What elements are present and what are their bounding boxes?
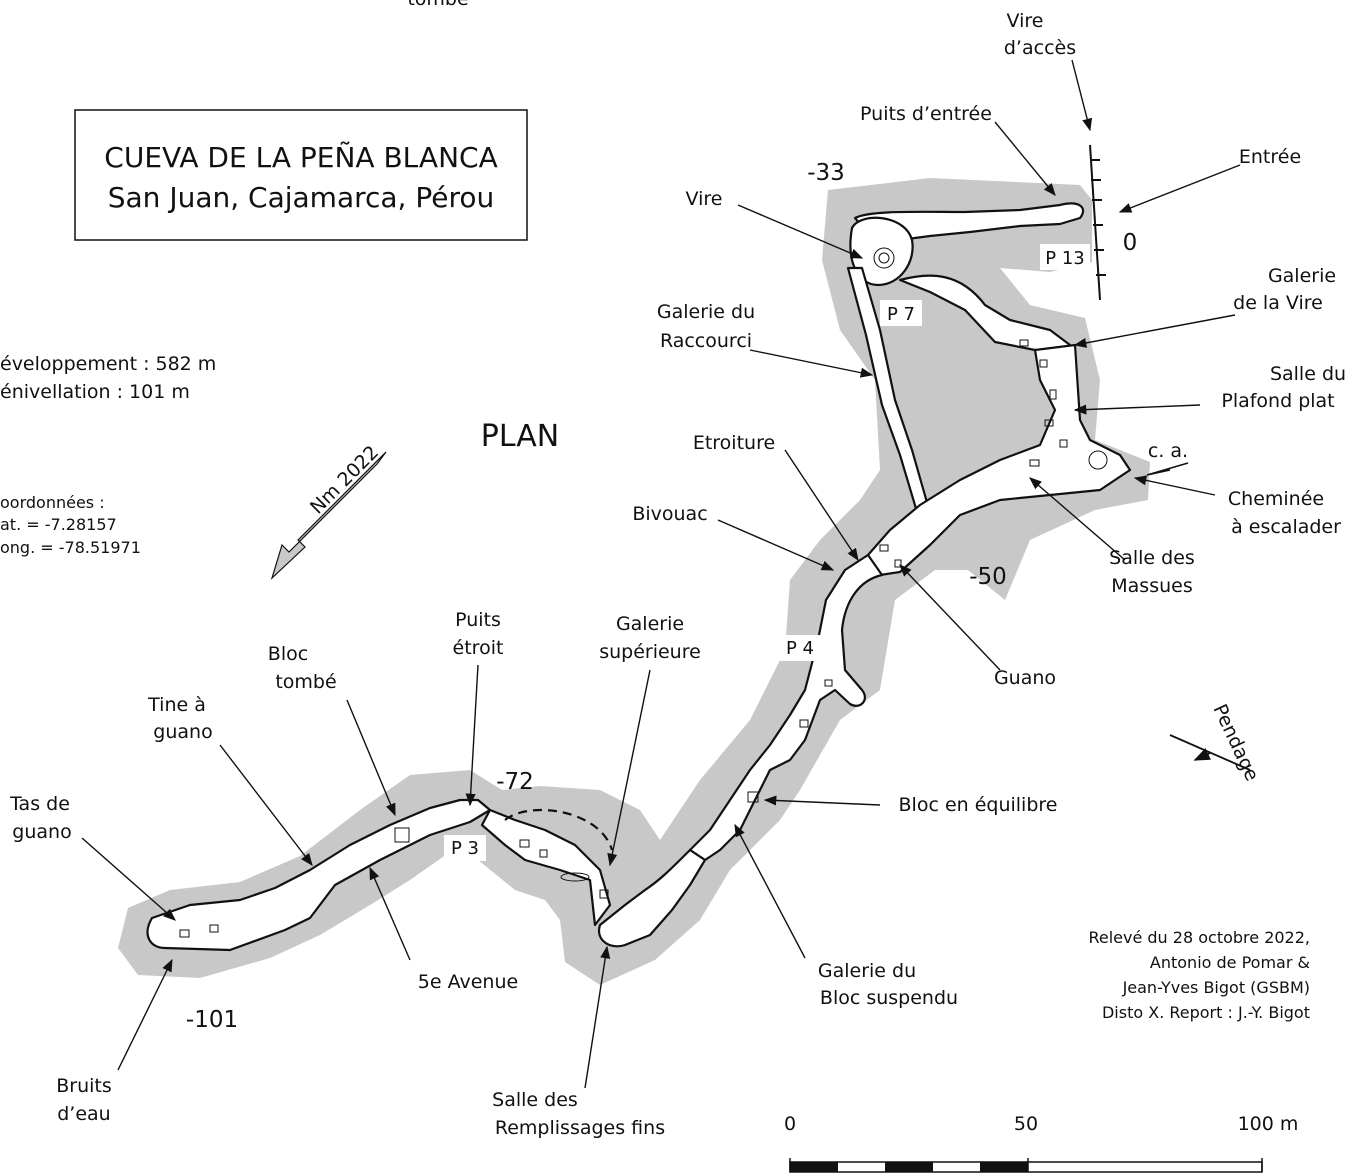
label-entree: Entrée bbox=[1239, 146, 1301, 168]
label-gal-raccourci-2: Raccourci bbox=[660, 330, 752, 352]
depth-72: -72 bbox=[496, 769, 534, 795]
label-remplissages-1: Salle des bbox=[492, 1089, 578, 1111]
depth-101: -101 bbox=[186, 1007, 238, 1033]
label-massues-2: Massues bbox=[1111, 575, 1192, 597]
label-gal-sup-2: supérieure bbox=[599, 641, 701, 663]
label-tine-1: Tine à bbox=[147, 694, 206, 716]
label-tine-2: guano bbox=[153, 721, 212, 743]
pitch-p7: P 7 bbox=[887, 304, 915, 325]
label-cheminee-2: à escalader bbox=[1231, 516, 1341, 538]
scale-label-50: 50 bbox=[1014, 1113, 1038, 1135]
label-bloc-suspendu-2: Bloc suspendu bbox=[820, 987, 958, 1009]
credits-line-4: Disto X. Report : J.-Y. Bigot bbox=[1102, 1003, 1310, 1022]
label-vire-acces-1: Vire bbox=[1007, 10, 1044, 32]
dip-symbol bbox=[1169, 734, 1251, 771]
coords-long: ong. = -78.51971 bbox=[0, 538, 141, 557]
label-bloc-equilibre: Bloc en équilibre bbox=[899, 794, 1058, 816]
depth-50: -50 bbox=[969, 564, 1007, 590]
depth-0: 0 bbox=[1123, 230, 1138, 256]
stat-depth: énivellation : 101 m bbox=[0, 381, 190, 403]
credits-line-3: Jean-Yves Bigot (GSBM) bbox=[1122, 978, 1310, 997]
label-guano: Guano bbox=[994, 667, 1056, 689]
plan-label: PLAN bbox=[481, 419, 559, 454]
top-fragment-label: tombé bbox=[407, 0, 468, 10]
label-plafond-1: Salle du bbox=[1270, 363, 1346, 385]
depth-33: -33 bbox=[807, 160, 845, 186]
rubble-symbols bbox=[179, 247, 1108, 938]
label-cheminee-1: Cheminée bbox=[1228, 488, 1324, 510]
label-gal-vire-1: Galerie bbox=[1268, 265, 1336, 287]
label-bruits-1: Bruits bbox=[56, 1075, 112, 1097]
label-ca: c. a. bbox=[1148, 440, 1188, 462]
title-box bbox=[74, 109, 528, 241]
label-puits-etroit-2: étroit bbox=[453, 637, 504, 659]
upper-gallery-dashed bbox=[504, 808, 614, 851]
stat-development: éveloppement : 582 m bbox=[0, 353, 216, 375]
title-line-1: CUEVA DE LA PEÑA BLANCA bbox=[104, 141, 497, 174]
label-puits-entree: Puits d’entrée bbox=[860, 103, 992, 125]
massues-chamber bbox=[866, 343, 1132, 577]
leader-lines bbox=[81, 59, 1241, 1089]
scale-label-0: 0 bbox=[784, 1113, 796, 1135]
label-vire-acces-2: d’accès bbox=[1004, 37, 1076, 59]
scale-label-100: 100 m bbox=[1238, 1113, 1299, 1135]
label-tas-2: guano bbox=[12, 821, 71, 843]
label-tas-1: Tas de bbox=[9, 793, 70, 815]
cinquieme-avenue bbox=[146, 798, 492, 952]
label-etroiture: Etroiture bbox=[693, 432, 775, 454]
label-remplissages-2: Remplissages fins bbox=[495, 1117, 665, 1139]
credits-line-1: Relevé du 28 octobre 2022, bbox=[1088, 928, 1310, 947]
vire-gallery bbox=[898, 274, 1072, 362]
dip-label: Pendage bbox=[1208, 701, 1263, 785]
pitch-p4: P 4 bbox=[786, 638, 814, 659]
label-vire: Vire bbox=[686, 188, 723, 210]
scale-bar bbox=[789, 1158, 1263, 1173]
coords-heading: oordonnées : bbox=[0, 493, 105, 512]
pitch-boxes bbox=[444, 244, 1090, 861]
label-plafond-2: Plafond plat bbox=[1221, 390, 1334, 412]
map-text: CUEVA DE LA PEÑA BLANCA San Juan, Cajama… bbox=[0, 0, 1346, 1139]
title-line-2: San Juan, Cajamarca, Pérou bbox=[108, 181, 495, 214]
label-bloc-tombe-2: tombé bbox=[275, 671, 336, 693]
pitch-p3: P 3 bbox=[451, 838, 479, 859]
cave-buffer-zone bbox=[118, 178, 1150, 985]
label-bruits-2: d’eau bbox=[57, 1103, 110, 1125]
label-puits-etroit-1: Puits bbox=[455, 609, 501, 631]
label-gal-raccourci-1: Galerie du bbox=[657, 301, 755, 323]
label-5e-avenue: 5e Avenue bbox=[418, 971, 518, 993]
entrance-cliff bbox=[1089, 144, 1106, 301]
label-bloc-suspendu-1: Galerie du bbox=[818, 960, 916, 982]
bloc-suspendu-gallery bbox=[597, 848, 707, 948]
credits-line-2: Antonio de Pomar & bbox=[1150, 953, 1310, 972]
coords-lat: at. = -7.28157 bbox=[0, 515, 117, 534]
label-bloc-tombe-1: Bloc bbox=[268, 643, 308, 665]
north-arrow bbox=[270, 451, 387, 580]
label-gal-vire-2: de la Vire bbox=[1233, 292, 1323, 314]
ca-symbol bbox=[1146, 462, 1189, 476]
label-gal-sup-1: Galerie bbox=[616, 613, 684, 635]
pitch-p13: P 13 bbox=[1045, 248, 1084, 269]
bivouac-passage bbox=[688, 553, 884, 862]
label-bivouac: Bivouac bbox=[632, 503, 707, 525]
north-label: Nm 2022 bbox=[306, 441, 383, 518]
label-massues-1: Salle des bbox=[1109, 547, 1195, 569]
cave-passages bbox=[146, 202, 1132, 952]
